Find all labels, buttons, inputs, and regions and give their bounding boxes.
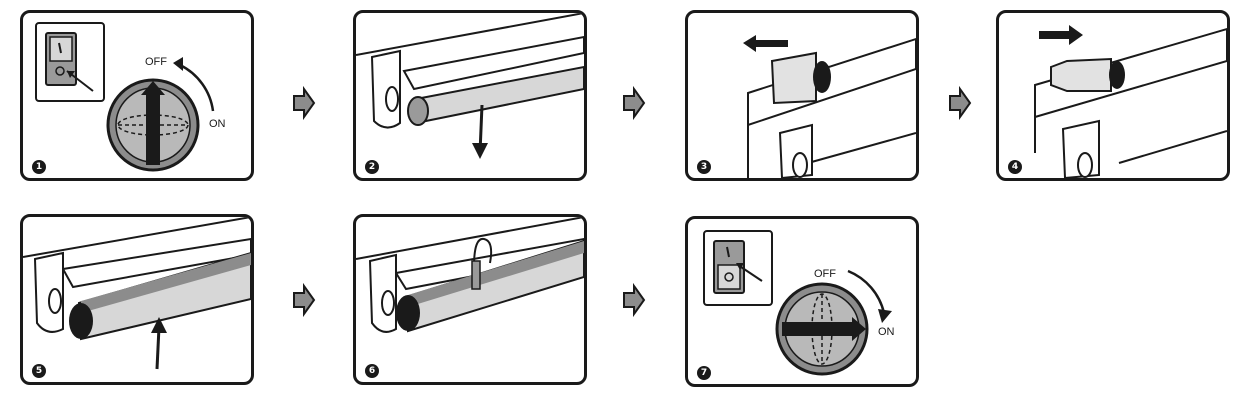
rotate-arrow-icon	[878, 309, 892, 323]
down-arrow-icon	[472, 143, 488, 159]
step-2-panel: 2	[353, 10, 587, 181]
step-7-panel: OFF ON 7	[685, 216, 919, 387]
right-arrow-icon	[1039, 25, 1083, 45]
dial-pointer-icon	[141, 81, 165, 165]
step-5-illustration	[23, 217, 251, 370]
new-tube-end	[1050, 57, 1112, 92]
step-number: 7	[697, 366, 711, 380]
dial-pointer-icon	[782, 317, 866, 341]
step-5-panel: 5	[20, 214, 254, 385]
step-number: 1	[32, 160, 46, 174]
step-1-illustration: OFF ON	[35, 22, 226, 172]
step-6-panel: 6	[353, 214, 587, 385]
step-2-illustration	[356, 13, 584, 159]
step-number: 5	[32, 364, 46, 378]
step-7-illustration: OFF ON	[703, 230, 895, 376]
left-arrow-icon	[743, 35, 788, 52]
rotate-arrow-icon	[173, 57, 183, 71]
step-number: 6	[365, 364, 379, 378]
next-step-arrow-icon	[293, 283, 316, 317]
up-arrow-icon	[151, 317, 167, 333]
pointer-arrow-icon	[737, 264, 763, 282]
step-4-illustration	[1034, 25, 1227, 178]
tube-end	[770, 51, 817, 105]
on-label: ON	[209, 118, 226, 130]
step-3-illustration	[743, 35, 916, 178]
step-number: 2	[365, 160, 379, 174]
step-number: 3	[697, 160, 711, 174]
on-label: ON	[878, 326, 895, 338]
next-step-arrow-icon	[293, 86, 316, 120]
step-6-illustration	[356, 217, 584, 333]
off-label: OFF	[814, 268, 836, 280]
next-step-arrow-icon	[623, 283, 646, 317]
step-4-panel: 4	[996, 10, 1230, 181]
step-1-panel: OFF ON 1	[20, 10, 254, 181]
next-step-arrow-icon	[623, 86, 646, 120]
tube-clip	[473, 237, 493, 268]
next-step-arrow-icon	[949, 86, 972, 120]
off-label: OFF	[145, 56, 167, 68]
step-3-panel: 3	[685, 10, 919, 181]
step-number: 4	[1008, 160, 1022, 174]
